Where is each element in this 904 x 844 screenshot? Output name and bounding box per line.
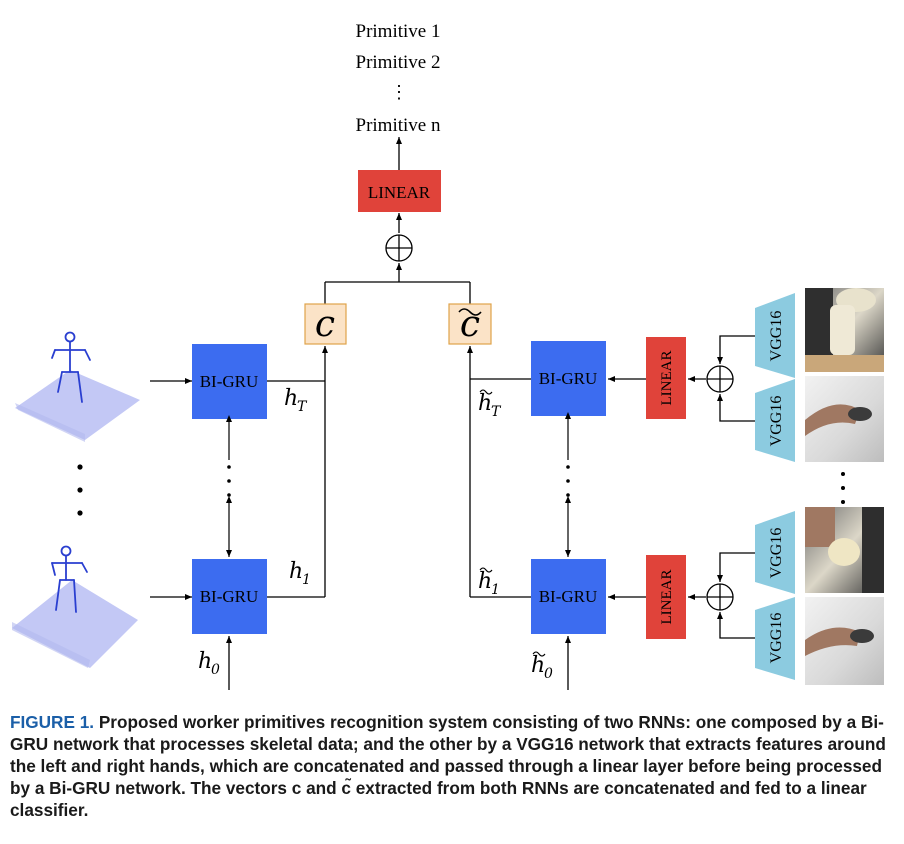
vgg16-label-3: VGG16 — [768, 528, 785, 579]
hand-crop-left-t-image — [805, 288, 884, 372]
h1-left-sub: 1 — [302, 572, 311, 588]
output-primitive-2: Primitive 2 — [356, 52, 441, 73]
figure-caption-label: FIGURE 1. — [10, 712, 95, 732]
hand-crop-right-t-image — [805, 376, 884, 462]
figure-caption: FIGURE 1. Proposed worker primitives rec… — [10, 711, 890, 821]
concat-visual-top-icon — [706, 365, 734, 393]
hT-left-sub: T — [297, 399, 308, 415]
vector-c-tilde-box — [448, 303, 492, 345]
vector-c-tilde-label: c — [460, 304, 480, 345]
skeleton-frame-n-icon — [12, 545, 138, 668]
figure-caption-text: Proposed worker primitives recognition s… — [10, 712, 886, 820]
vgg16-bottom-left-block: VGG16 — [755, 511, 795, 594]
h0-left-sub: 0 — [211, 662, 220, 678]
linear-visual-top-label: LINEAR — [659, 351, 675, 406]
bigru-skeleton-top-label: BI-GRU — [200, 372, 259, 391]
vgg16-top-left-block: VGG16 — [755, 293, 795, 378]
bigru-visual-top-label: BI-GRU — [539, 369, 598, 388]
hT-left-label: h — [284, 386, 298, 411]
output-primitive-n: Primitive n — [356, 115, 441, 136]
bigru-skeleton-bottom-label: BI-GRU — [200, 587, 259, 606]
vgg16-label-1: VGG16 — [768, 311, 785, 362]
bigru-visual-bottom-label: BI-GRU — [539, 587, 598, 606]
linear-classifier-block — [358, 170, 441, 212]
hand-crop-left-1-image — [805, 507, 884, 593]
hand-crop-right-1-image — [805, 597, 884, 685]
vgg16-top-right-block: VGG16 — [755, 379, 795, 462]
vector-c-box — [304, 303, 347, 345]
h0-right-label: h — [531, 653, 545, 678]
linear-visual-bottom-block — [646, 555, 686, 639]
bigru-skeleton-top-block — [192, 344, 267, 419]
concat-visual-bottom-icon — [706, 583, 734, 611]
skeleton-ellipsis — [77, 464, 83, 516]
concat-top-icon — [385, 234, 413, 262]
bigru-visual-ellipsis — [566, 465, 570, 497]
linear-classifier-label: LINEAR — [368, 183, 431, 202]
tilde-mark — [458, 308, 482, 316]
hT-right-label: h — [478, 391, 492, 416]
vgg16-bottom-right-block: VGG16 — [755, 597, 795, 680]
linear-visual-bottom-label: LINEAR — [659, 570, 675, 625]
h1-right-label: h — [478, 569, 492, 594]
bigru-skeleton-bottom-block — [192, 559, 267, 634]
hand-crops-ellipsis — [841, 472, 845, 504]
h0-right-sub: 0 — [544, 666, 553, 682]
vgg16-label-4: VGG16 — [768, 613, 785, 664]
vector-c-label: c — [315, 304, 335, 345]
hT-right-sub: T — [491, 404, 502, 420]
skeleton-frame-1-icon — [15, 331, 140, 442]
output-ellipsis: ⋮ — [390, 82, 408, 102]
vgg16-label-2: VGG16 — [768, 396, 785, 447]
output-primitive-1: Primitive 1 — [356, 21, 441, 42]
h1-left-label: h — [289, 559, 303, 584]
linear-visual-top-block — [646, 337, 686, 419]
h0-left-label: h — [198, 649, 212, 674]
architecture-diagram: Primitive 1 Primitive 2 ⋮ Primitive n LI… — [12, 21, 884, 690]
bigru-visual-bottom-block — [531, 559, 606, 634]
bigru-visual-top-block — [531, 341, 606, 416]
bigru-skeleton-ellipsis — [227, 465, 231, 497]
h1-right-sub: 1 — [491, 582, 500, 598]
